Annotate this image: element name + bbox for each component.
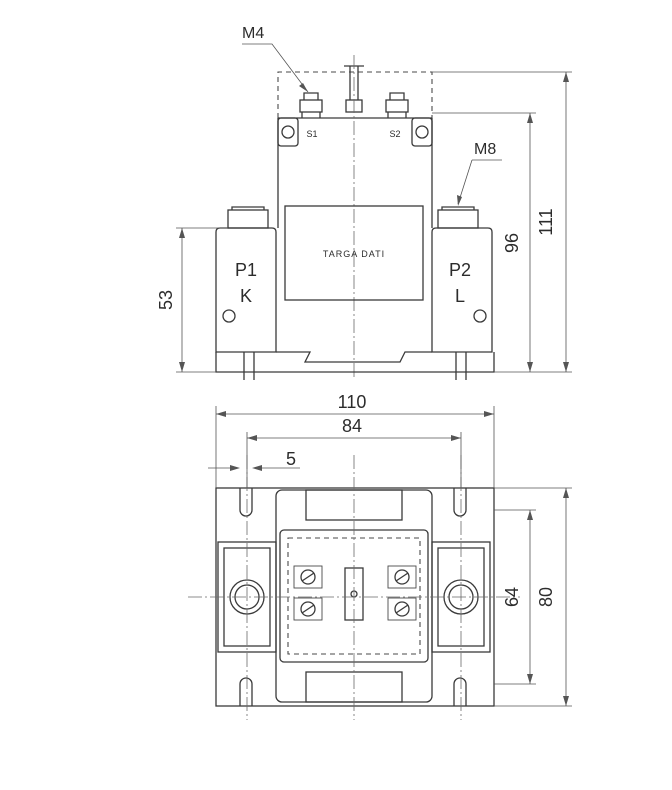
terminal-s1 (299, 99, 323, 113)
dim-111: 111 (536, 208, 556, 235)
primary-hole-right (473, 309, 487, 323)
dim-5: 5 (286, 449, 296, 469)
terminal-cover-outline (277, 71, 433, 118)
dim-96: 96 (502, 233, 522, 253)
slot-bottom-right (453, 677, 467, 706)
terminal-s2 (385, 99, 409, 113)
label-k: K (240, 286, 252, 306)
label-s1: S1 (306, 129, 317, 139)
label-l: L (455, 286, 465, 306)
nameplate-label: TARGA DATI (323, 249, 385, 259)
slot-top-right (453, 488, 467, 517)
screw-s1-bottom (300, 601, 316, 617)
label-m4: M4 (242, 25, 264, 42)
screw-s1-top (300, 569, 316, 585)
nameplate-box (284, 205, 424, 301)
dim-84: 84 (342, 416, 362, 436)
mount-ear-left (277, 117, 299, 147)
dim-80: 80 (536, 587, 556, 607)
label-m8: M8 (474, 141, 496, 158)
label-p1: P1 (235, 260, 257, 280)
main-body (277, 118, 433, 228)
label-s2: S2 (389, 129, 400, 139)
screw-s2-top (394, 569, 410, 585)
primary-hole-left (222, 309, 236, 323)
mount-ear-right (411, 117, 433, 147)
base-plate (215, 352, 495, 373)
slot-bottom-left (239, 677, 253, 706)
screw-s2-bottom (394, 601, 410, 617)
dim-64: 64 (502, 587, 522, 607)
terminal-nut-right (437, 209, 479, 229)
dim-53: 53 (156, 290, 176, 310)
mount-hole-left (281, 125, 295, 139)
label-p2: P2 (449, 260, 471, 280)
primary-terminal-right (431, 227, 493, 353)
mount-hole-right (415, 125, 429, 139)
top-view: 110 84 5 64 80 (188, 392, 572, 720)
primary-terminal-left (215, 227, 277, 353)
front-view: TARGA DATI P1 K P2 L S1 S2 M4 M8 111 (156, 25, 572, 380)
terminal-nut-left (227, 209, 269, 229)
slot-top-left (239, 488, 253, 517)
dim-110: 110 (338, 392, 367, 412)
